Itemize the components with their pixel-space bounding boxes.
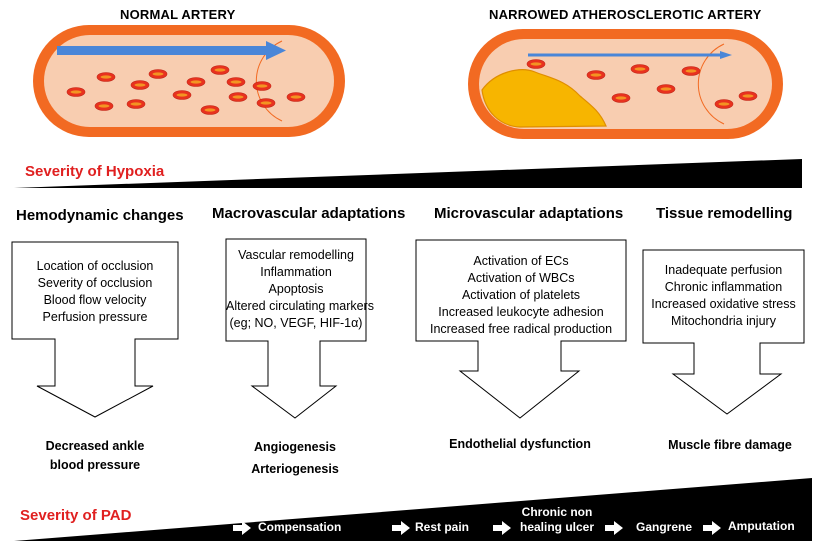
list-item: Chronic inflammation bbox=[664, 280, 783, 294]
list-item: Inadequate perfusion bbox=[664, 263, 783, 277]
pad-label: Severity of PAD bbox=[20, 507, 132, 524]
outcome-microvascular: Endothelial dysfunction bbox=[440, 435, 600, 454]
heading-macrovascular: Macrovascular adaptations bbox=[212, 205, 406, 222]
arrow-box-macrovascular bbox=[225, 238, 367, 419]
outcome-line: Endothelial dysfunction bbox=[449, 437, 591, 451]
list-item: Blood flow velocity bbox=[43, 293, 147, 307]
stage-arrow-icon bbox=[493, 521, 511, 535]
normal-artery bbox=[33, 25, 345, 137]
outcome-line: Angiogenesis bbox=[254, 440, 336, 454]
heading-hemodynamic: Hemodynamic changes bbox=[16, 207, 184, 224]
list-item: Perfusion pressure bbox=[42, 310, 148, 324]
stage-arrows bbox=[233, 521, 721, 535]
items-tissue: Inadequate perfusion Chronic inflammatio… bbox=[643, 262, 804, 330]
list-item: Increased oxidative stress bbox=[651, 297, 796, 311]
stage-compensation: Compensation bbox=[258, 520, 342, 534]
outcome-macrovascular: Angiogenesis Arteriogenesis bbox=[240, 436, 350, 480]
heading-microvascular: Microvascular adaptations bbox=[434, 205, 624, 222]
outcome-line: Decreased ankle bbox=[45, 439, 145, 453]
stage-gangrene: Gangrene bbox=[636, 520, 693, 534]
list-item: Activation of WBCs bbox=[467, 271, 575, 285]
outcome-tissue: Muscle fibre damage bbox=[660, 436, 800, 455]
normal-artery-title: NORMAL ARTERY bbox=[120, 7, 236, 22]
list-item: Mitochondria injury bbox=[671, 314, 776, 328]
outcome-line: blood pressure bbox=[49, 458, 141, 472]
heading-tissue: Tissue remodelling bbox=[656, 205, 793, 222]
stage-arrow-icon bbox=[392, 521, 410, 535]
pad-wedge bbox=[14, 478, 812, 541]
narrowed-flow-arrow bbox=[528, 51, 732, 59]
list-item: Increased leukocyte adhesion bbox=[438, 305, 604, 319]
stage-arrow-icon bbox=[605, 521, 623, 535]
outcome-line: Arteriogenesis bbox=[251, 462, 339, 476]
items-microvascular: Activation of ECs Activation of WBCs Act… bbox=[416, 253, 626, 338]
outcome-line: Muscle fibre damage bbox=[668, 438, 792, 452]
artery-illustrations bbox=[33, 25, 783, 139]
items-hemodynamic: Location of occlusion Severity of occlus… bbox=[12, 258, 178, 326]
hypoxia-wedge bbox=[14, 159, 802, 188]
stage-line: Chronic non bbox=[521, 505, 593, 519]
list-item: Activation of platelets bbox=[461, 288, 581, 302]
stage-line: healing ulcer bbox=[519, 520, 595, 534]
list-item: (eg; NO, VEGF, HIF-1α) bbox=[229, 316, 363, 330]
arrow-box-tissue bbox=[642, 249, 805, 415]
stage-amputation: Amputation bbox=[728, 519, 795, 533]
list-item: Severity of occlusion bbox=[37, 276, 153, 290]
stage-rest-pain: Rest pain bbox=[415, 520, 470, 534]
list-item: Activation of ECs bbox=[473, 254, 569, 268]
list-item: Vascular remodelling bbox=[238, 248, 354, 262]
items-macrovascular: Vascular remodelling Inflammation Apopto… bbox=[226, 247, 374, 332]
list-item: Apoptosis bbox=[268, 282, 324, 296]
list-item: Location of occlusion bbox=[36, 259, 154, 273]
list-item: Increased free radical production bbox=[429, 322, 613, 336]
outcome-hemodynamic: Decreased ankle blood pressure bbox=[10, 437, 180, 475]
flow-arrow bbox=[57, 41, 286, 60]
arrow-box-hemodynamic bbox=[11, 241, 179, 418]
list-item: Altered circulating markers bbox=[226, 299, 374, 313]
stage-arrow-icon bbox=[233, 521, 251, 535]
narrowed-artery-title: NARROWED ATHEROSCLEROTIC ARTERY bbox=[489, 7, 762, 22]
plaque bbox=[481, 69, 607, 128]
list-item: Inflammation bbox=[260, 265, 332, 279]
hypoxia-label: Severity of Hypoxia bbox=[25, 163, 165, 180]
narrowed-artery bbox=[468, 29, 783, 139]
stage-arrow-icon bbox=[703, 521, 721, 535]
stage-chronic-ulcer: Chronic non healing ulcer bbox=[512, 505, 602, 535]
arrow-box-microvascular bbox=[415, 239, 627, 419]
